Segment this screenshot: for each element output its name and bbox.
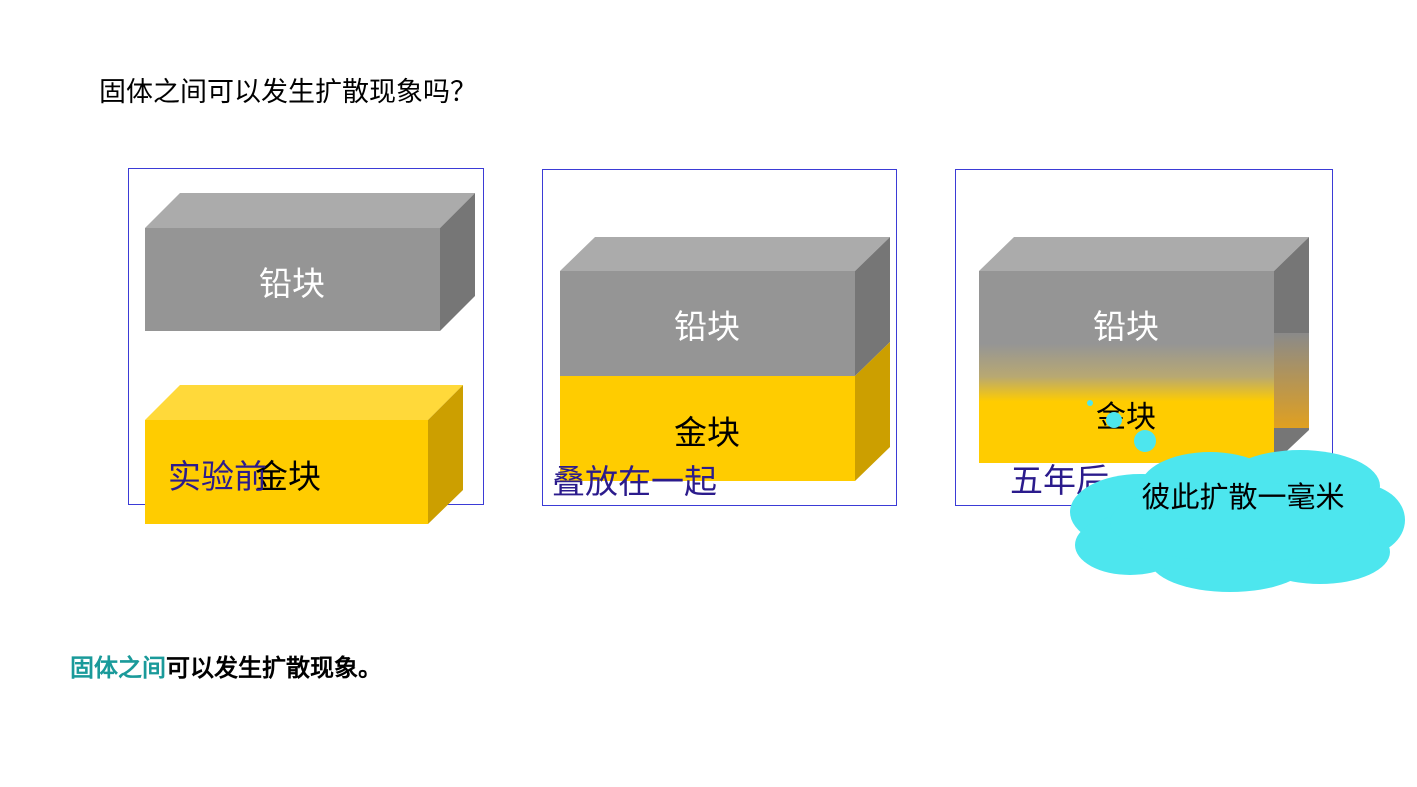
cloud-text: 彼此扩散一毫米: [1141, 480, 1344, 514]
panel3-gold-label: 金块: [1096, 400, 1156, 435]
panel1-caption: 实验前: [168, 457, 267, 496]
panel2-gold-label: 金块: [674, 413, 740, 452]
cloud-dot-small: [1087, 400, 1093, 406]
panel2-gold-block: 金块: [560, 342, 890, 481]
thought-cloud: 彼此扩散一毫米: [1070, 400, 1405, 592]
cloud-dot-medium: [1106, 412, 1122, 428]
conclusion-highlight: 固体之间: [70, 653, 166, 682]
slide-title: 固体之间可以发生扩散现象吗？: [99, 77, 477, 108]
panel1-gold-label: 金块: [255, 457, 321, 496]
panel1-lead-block: 铅块: [145, 193, 475, 331]
panel3-lead-label: 铅块: [1093, 307, 1159, 346]
panel2-caption: 叠放在一起: [552, 462, 717, 501]
panel1-gold-block: 金块: [145, 385, 463, 524]
panel3-merged-block: 铅块 金块: [979, 237, 1309, 463]
panel1-lead-label: 铅块: [259, 264, 325, 303]
cloud-dot-large: [1134, 430, 1156, 452]
panel2-lead-label: 铅块: [674, 307, 740, 346]
conclusion-rest: 可以发生扩散现象。: [166, 653, 382, 682]
panel2-lead-block: 铅块: [560, 237, 890, 376]
conclusion-text: 固体之间可以发生扩散现象。: [70, 648, 382, 683]
panel-stacked-frame: [542, 169, 897, 506]
